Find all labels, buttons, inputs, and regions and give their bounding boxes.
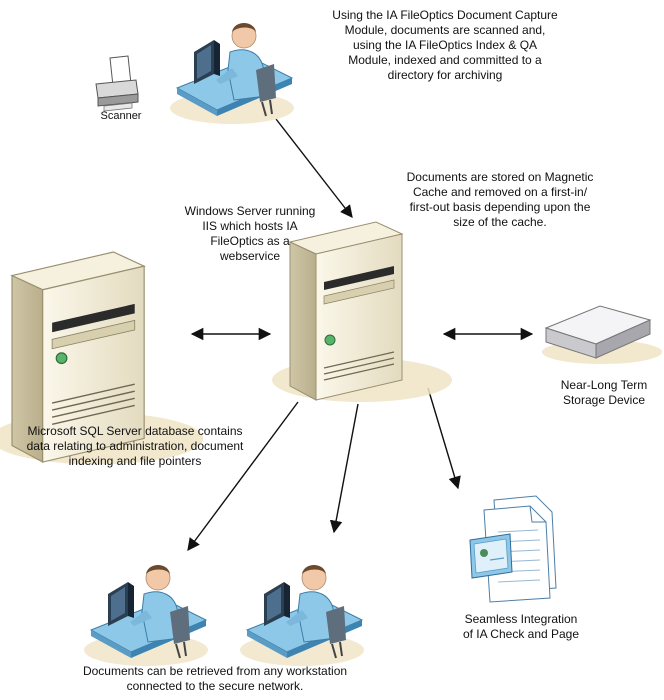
- document-integration-icon: [469, 495, 557, 603]
- capture-note: Using the IA FileOptics Document Capture…: [332, 8, 558, 82]
- retrieval-note: Documents can be retrieved from any work…: [82, 664, 348, 693]
- retrieval-workstation-left-icon: [83, 564, 209, 667]
- storage-device-icon: [542, 305, 662, 364]
- cache-note: Documents are stored on Magnetic Cache a…: [406, 170, 594, 229]
- storage-note: Near-Long Term Storage Device: [560, 378, 648, 407]
- arrow-to-workstation-left: [187, 401, 299, 552]
- integration-note: Seamless Integration of IA Check and Pag…: [462, 612, 580, 641]
- scanner-label: Scanner: [100, 110, 142, 122]
- sql-server-icon: [0, 251, 204, 465]
- arrow-to-workstation-right: [329, 403, 359, 534]
- retrieval-workstation-right-icon: [239, 564, 365, 667]
- web-server-icon: [271, 221, 453, 403]
- capture-workstation-icon: [169, 22, 295, 125]
- sql-note: Microsoft SQL Server database contains d…: [26, 424, 244, 468]
- server-note: Windows Server running IIS which hosts I…: [184, 204, 316, 263]
- arrow-to-integration: [427, 387, 461, 490]
- arrow-capture-to-server: [275, 118, 353, 218]
- scanner-icon: [95, 55, 139, 112]
